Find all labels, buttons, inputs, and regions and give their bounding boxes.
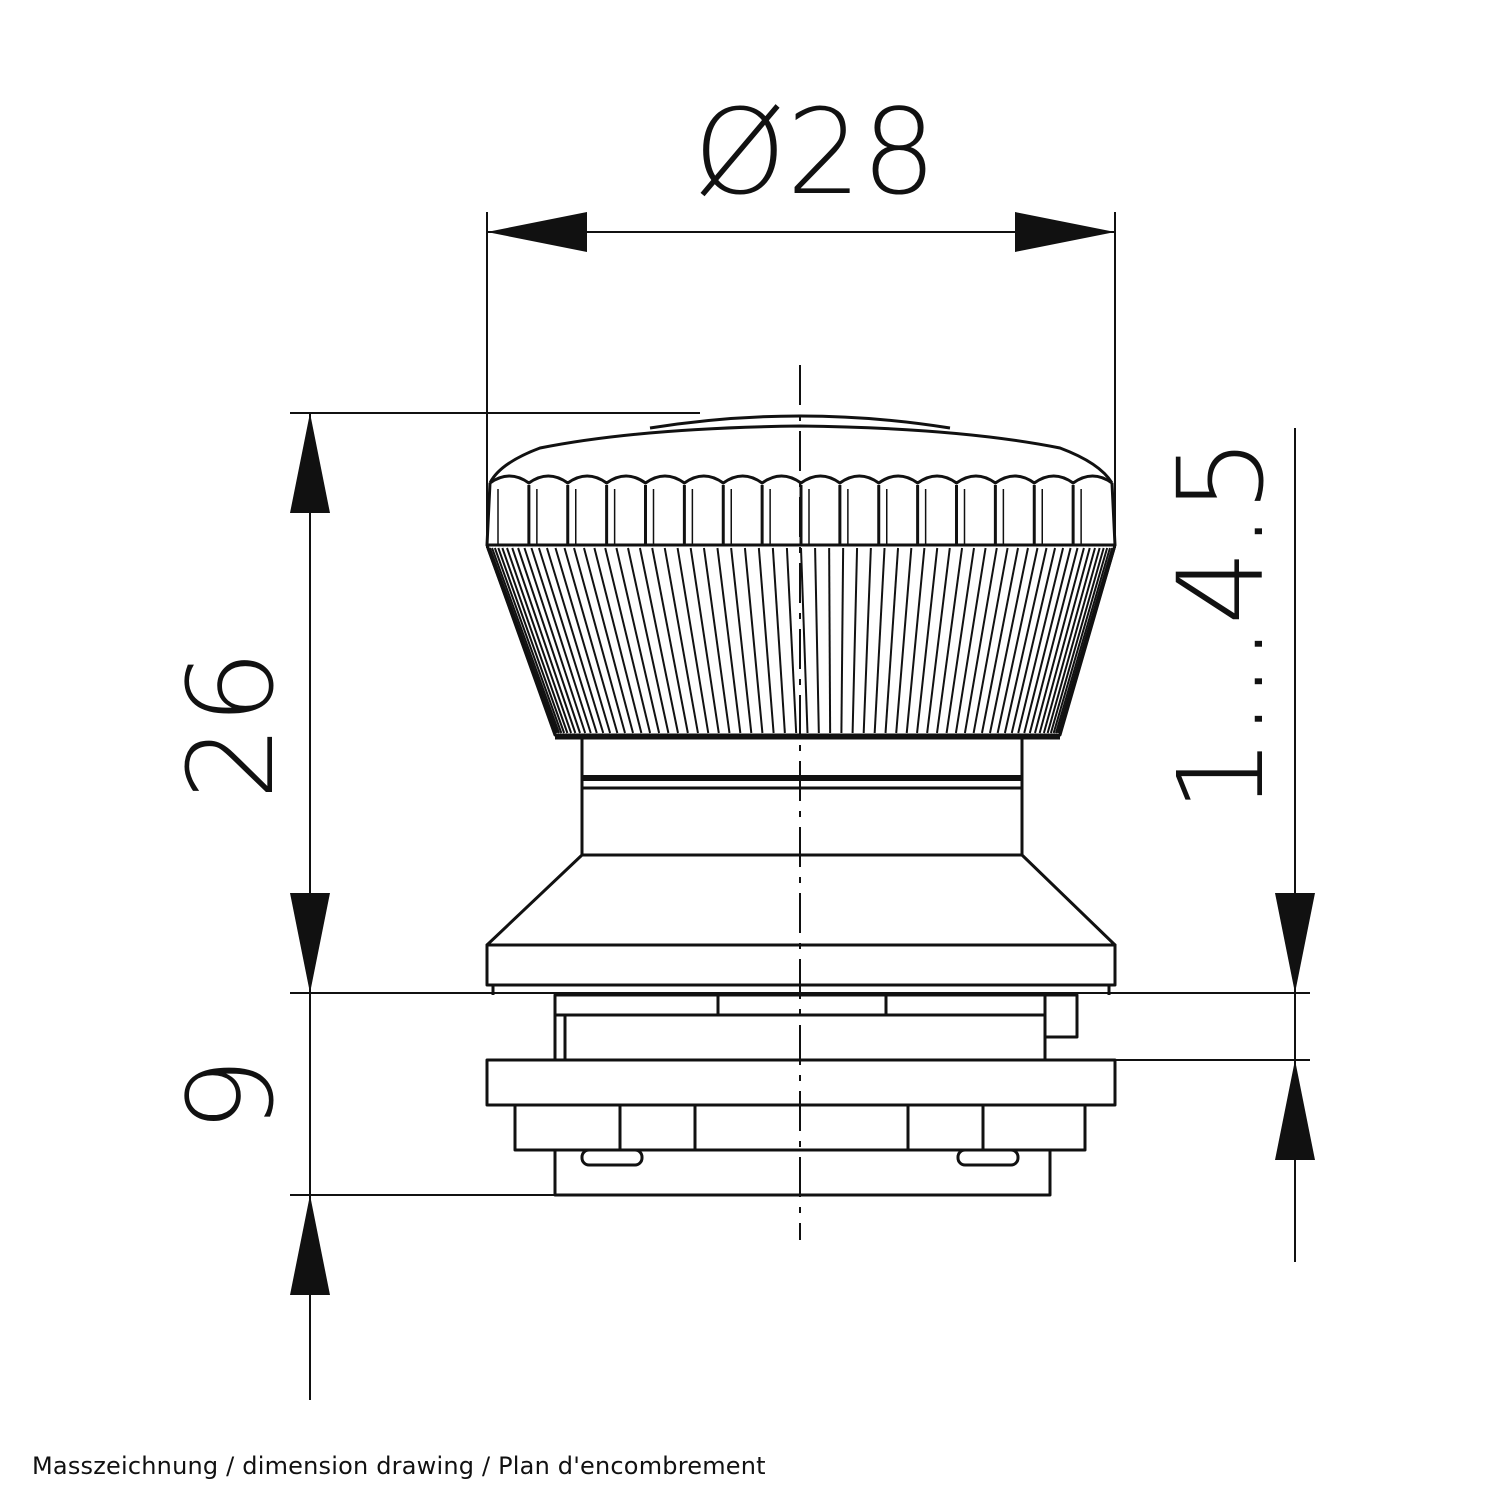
neck — [580, 738, 1024, 855]
knurl-line — [800, 547, 809, 734]
height-label: 26 — [162, 650, 300, 800]
knurl-line — [873, 547, 886, 734]
knurl-line — [511, 547, 577, 734]
knurl-line — [651, 547, 689, 734]
knurl-line — [996, 547, 1039, 734]
base-bottom — [553, 1148, 1052, 1197]
knurl-line — [785, 547, 798, 734]
knurl-line — [506, 547, 573, 734]
knurl-line — [497, 547, 566, 734]
knurl-line — [1003, 547, 1048, 734]
knurl-line — [573, 547, 626, 734]
knurl-line — [1049, 547, 1105, 734]
knurl-line — [1052, 547, 1109, 734]
diameter-label: Ø28 — [693, 83, 936, 221]
knurl-line — [1010, 547, 1057, 734]
knurl-line — [989, 547, 1029, 734]
knurl-line — [1058, 547, 1116, 734]
knurl-line — [972, 547, 1009, 734]
knurl-line — [530, 547, 592, 734]
knurl-line — [638, 547, 679, 734]
base-height-label: 9 — [162, 1057, 300, 1132]
knurl-line — [954, 547, 987, 734]
latch-right — [956, 1148, 1020, 1167]
knurl-line — [604, 547, 652, 734]
knurl-line — [981, 547, 1019, 734]
knurl-line — [501, 547, 569, 734]
knurl-line — [828, 547, 832, 734]
knurl-line — [945, 547, 975, 734]
knurl-line — [963, 547, 998, 734]
knurl-line — [743, 547, 764, 734]
knurl-line — [491, 547, 560, 734]
knurl-line — [537, 547, 598, 734]
knurl-line — [493, 547, 563, 734]
knurl-line — [1042, 547, 1096, 734]
knurl-line — [716, 547, 742, 734]
knurl-line — [1017, 547, 1065, 734]
knurl-line — [1034, 547, 1085, 734]
knurl-line — [1054, 547, 1111, 734]
knurl-line — [1023, 547, 1072, 734]
knurl-line — [487, 547, 557, 734]
knurl-line — [771, 547, 786, 734]
knurl-line — [1056, 547, 1114, 734]
knurl-line — [926, 547, 951, 734]
scallop-ribs — [497, 485, 1082, 545]
knurl-line — [615, 547, 661, 734]
knurl-line — [663, 547, 699, 734]
knurl-line — [546, 547, 605, 734]
knurl-line — [1028, 547, 1079, 734]
knurl-line — [627, 547, 670, 734]
knurl-line — [554, 547, 612, 734]
knurl-line — [936, 547, 964, 734]
knurl-line — [905, 547, 926, 734]
knurl-line — [840, 547, 845, 734]
anti-rotation-tab — [1043, 993, 1079, 1039]
knurl-line — [583, 547, 634, 734]
knurl-line — [676, 547, 710, 734]
knurl-line — [593, 547, 643, 734]
knurl-line — [488, 547, 559, 734]
knurl-line — [1038, 547, 1091, 734]
knurl-lines — [486, 547, 1116, 734]
knurl-line — [895, 547, 913, 734]
knurl-line — [689, 547, 720, 734]
latch-left — [580, 1148, 644, 1167]
knurl-line — [757, 547, 775, 734]
knurl-line — [702, 547, 731, 734]
knurl-line — [851, 547, 859, 734]
knurl-line — [523, 547, 587, 734]
knurl-line — [916, 547, 939, 734]
knurl-line — [1046, 547, 1101, 734]
knurl-line — [814, 547, 820, 734]
knurl-line — [517, 547, 581, 734]
knurl-line — [563, 547, 619, 734]
drawing-caption: Masszeichnung / dimension drawing / Plan… — [32, 1452, 766, 1480]
knurl-line — [730, 547, 753, 734]
knurl-line — [862, 547, 872, 734]
knurl-line — [884, 547, 900, 734]
panel-thickness-label: 1...4.5 — [1152, 437, 1290, 812]
cap-dome — [488, 424, 1114, 484]
